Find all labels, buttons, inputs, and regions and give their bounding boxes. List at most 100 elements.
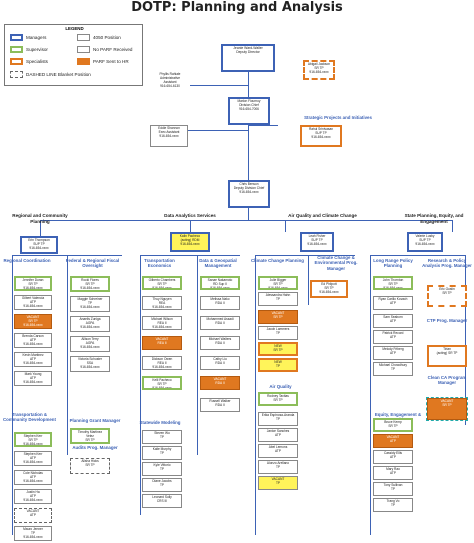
col1-position-1[interactable]: Gilbert Valencia ATP 916-654-xxxx <box>14 295 52 310</box>
col4-position-0[interactable]: Sanae Nakamoto RD Sup II 916-654-xxxx <box>200 276 240 290</box>
col7-spine <box>465 255 466 425</box>
legend-label-parf-sent: PARF Sent to HR <box>93 59 129 64</box>
col5-position-11[interactable]: VACANT TP <box>258 476 298 490</box>
col5-position-9[interactable]: Abel Lemons ATP <box>258 444 298 458</box>
col6-position-5[interactable]: Michael Chowdhury TP <box>373 362 413 376</box>
branch-heading-regional: Regional and Community Planning <box>12 213 68 224</box>
division-chief-box[interactable]: Marlon Flournoy Division Chief 916-654-7… <box>228 97 270 125</box>
col2-position-3[interactable]: Allison Terry AGPA 916-654-xxxx <box>70 336 110 352</box>
col4-position-4[interactable]: Cathy Liu RDA II <box>200 356 240 370</box>
col2-position-1[interactable]: Maggie Schreiner TP 916-654-xxxx <box>70 296 110 312</box>
col1-position-4[interactable]: Kevin Martinez ATP 916-654-xxxx <box>14 352 52 367</box>
col3-position-7[interactable]: Kalie Murphy TP <box>142 446 182 460</box>
col3-spine <box>140 255 141 515</box>
section-regional-coordination: Regional Coordination <box>3 258 51 263</box>
col7-position-0[interactable]: Eric Gustin SR TP <box>427 285 467 307</box>
col6-position-3[interactable]: Patrick Record ATP <box>373 330 413 344</box>
col3-position-2[interactable]: Michael Wilson REA II 916-654-xxxx <box>142 316 182 330</box>
col6-position-7[interactable]: VACANT ATP <box>373 434 413 448</box>
col1b-position-5[interactable]: Mauro Jenner TP 916-654-xxxx <box>14 526 52 541</box>
col3-position-9[interactable]: Diane Jacobs TP <box>142 478 182 492</box>
col6-position-9[interactable]: Mary Rao ATP <box>373 466 413 480</box>
col5-position-7[interactable]: Erika Espinosa-Aranda TP <box>258 412 298 426</box>
col4-position-1[interactable]: Melissa Nako RDA II <box>200 296 240 310</box>
legend-swatch-supervisor <box>10 46 23 53</box>
branch-2-bar <box>140 255 240 256</box>
state-manager-box[interactable]: Valerie Lusby SUP TP 916-654-xxxx <box>407 232 443 252</box>
col6-position-1[interactable]: Ryan Carillo Kovach ATP <box>373 296 413 310</box>
col5-position-8[interactable]: Janice Sanches ATP <box>258 428 298 442</box>
col3-position-0[interactable]: Gilberto Chambers SR TP 916-654-xxxx <box>142 276 182 290</box>
col5-position-4[interactable]: NEW SR TP <box>258 342 298 356</box>
col5-position-10[interactable]: Alonzo Arellano TP <box>258 460 298 474</box>
col1b-position-3[interactable]: Justin Ha ATP 916-654-xxxx <box>14 489 52 504</box>
col1-position-0[interactable]: Jennifer Duran SR TP 916-654-xxxx <box>14 276 52 291</box>
branch-3-drop <box>285 220 286 232</box>
col6-position-6[interactable]: Bruce Kemp SR TP <box>373 418 413 432</box>
section-transportation-community: Transportation & Community Development <box>3 412 56 423</box>
col1b-position-4[interactable]: VACANT ATP <box>14 508 52 523</box>
abigail-box[interactable]: Abigail Jackson SR TP 916-654-xxxx <box>303 60 335 80</box>
col6-position-4[interactable]: Melody Friberg ATP <box>373 346 413 360</box>
col5-position-6[interactable]: Rodney Tavitas SR TP <box>258 392 298 406</box>
col3-position-1[interactable]: Thuy Nguyen REA 916-654-xxxx <box>142 296 182 310</box>
col2-position-6[interactable]: Alisha Hicks SR TP <box>70 458 110 474</box>
regional-manager-box[interactable]: Erin Thompson SUP TP 916-654-xxxx <box>20 236 58 254</box>
deputy-chief-box[interactable]: Chris Benson Deputy Division Chief 916-6… <box>228 180 270 208</box>
col1-position-2[interactable]: VACANT SR TP 916-654-xxxx <box>14 314 52 329</box>
col7-position-1[interactable]: Tirian (acting) SR TP <box>427 345 467 367</box>
col5-position-0[interactable]: Julie Bigger SR TP 916-654-xxxx <box>258 276 298 290</box>
col4-position-3[interactable]: Michael Walters RDA II <box>200 336 240 350</box>
col3-position-4[interactable]: Dickson Owen REA II 916-654-xxxx <box>142 356 182 370</box>
legend-swatch-managers <box>10 34 23 41</box>
col7-position-2[interactable]: VACANT SR TP <box>426 397 468 421</box>
air-manager-box[interactable]: Leah Fisher SUP TP 916-654-xxxx <box>300 232 334 252</box>
col6-position-10[interactable]: Tony Sullivan TP <box>373 482 413 496</box>
section-transportation-economics: Transportation Economics <box>144 258 175 269</box>
col5-position-5[interactable]: NEW TP <box>258 358 298 372</box>
rahul-box[interactable]: Rahul Srinivasan SUP TP 916-654-xxxx <box>300 125 342 147</box>
col2-position-0[interactable]: Rocki Flores SR TP 916-654-xxxx <box>70 276 110 292</box>
col1b-position-2[interactable]: Cole Nicholas ATP 916-654-xxxx <box>14 470 52 485</box>
col3-position-10[interactable]: Leonard Sully CRS III <box>142 494 182 508</box>
col6-position-0[interactable]: John Thornton SR TP 916-654-xxxx <box>373 276 413 290</box>
section-audits: Audits Prog. Manager <box>72 445 118 450</box>
legend: LEGEND Managers 4050 Position Supervisor… <box>4 24 143 86</box>
col1b-position-0[interactable]: Stephen Kerr SR TP 916-654-xxxx <box>14 432 52 447</box>
branch-4-bar <box>370 255 465 256</box>
col5-position-3[interactable]: Jacob Lammers TP <box>258 326 298 340</box>
col2-position-5[interactable]: Timothy Martinez Velez SR TP <box>70 428 110 444</box>
col3-position-5[interactable]: Kelli Pacheco SR TP 916-654-xxxx <box>142 376 182 390</box>
col2-position-4[interactable]: Victoria Schuster SSA 916-654-xxxx <box>70 356 110 372</box>
legend-swatch-dashed <box>10 71 23 78</box>
col3-position-6[interactable]: Steven Wu TP <box>142 430 182 444</box>
legend-label-no-parf: No PARF Received <box>93 47 133 52</box>
section-federal-regional: Federal & Regional Fiscal Oversight <box>65 258 120 269</box>
col4-position-5[interactable]: VACANT RDA II <box>200 376 240 390</box>
spine-deputy <box>248 208 249 220</box>
legend-swatch-4050 <box>77 34 90 41</box>
col6-position-2[interactable]: Sam Seaborn ATP <box>373 314 413 328</box>
col5-position-1[interactable]: Alessandra Hahn TP <box>258 292 298 306</box>
legend-swatch-specialists <box>10 58 23 65</box>
col4-position-6[interactable]: Russell Walker RDA II <box>200 398 240 412</box>
col3-position-3[interactable]: VACANT REA II <box>142 336 182 350</box>
col1b-position-1[interactable]: Stephen Kerr ATP 916-654-xxxx <box>14 451 52 466</box>
legend-label-specialists: Specialists <box>26 59 48 64</box>
deputy-director-box[interactable]: Jeanie Ward-Waller Deputy Director <box>221 44 275 72</box>
col4-position-2[interactable]: Mohammed Assadi RDA II <box>200 316 240 330</box>
col5-position-2[interactable]: VACANT SR TP <box>258 310 298 324</box>
col3-position-8[interactable]: Kyle Vittorio TP <box>142 462 182 476</box>
admin-assistant-box[interactable]: Phyllis Rahiale Administrative Assistant… <box>150 72 190 96</box>
col6-position-8[interactable]: Cassidy Ellis ATP <box>373 450 413 464</box>
branch-4-drop <box>452 220 453 232</box>
col5b-position-0[interactable]: Ed Philpott SR TP 916-654-xxxx <box>310 280 348 298</box>
data-manager-box[interactable]: Kalin Pacheco (acting) RDM 916-654-xxxx <box>170 232 210 252</box>
section-data-geospatial: Data & Geospatial Management <box>199 258 237 269</box>
col1-position-5[interactable]: Mark Young ATP 916-654-xxxx <box>14 371 52 386</box>
col6-position-11[interactable]: Trang Vo TP <box>373 498 413 512</box>
col1-position-3[interactable]: Brenda Carson ATP 916-654-xxxx <box>14 333 52 348</box>
exec-assistant-box[interactable]: Eddie Shannon Exec Assistant 916-654-xxx… <box>150 125 188 147</box>
section-research-policy: Research & Policy Analysis Prog. Manager <box>422 258 472 269</box>
col2-position-2[interactable]: Anaelis Zuniga AGPA 916-654-xxxx <box>70 316 110 332</box>
